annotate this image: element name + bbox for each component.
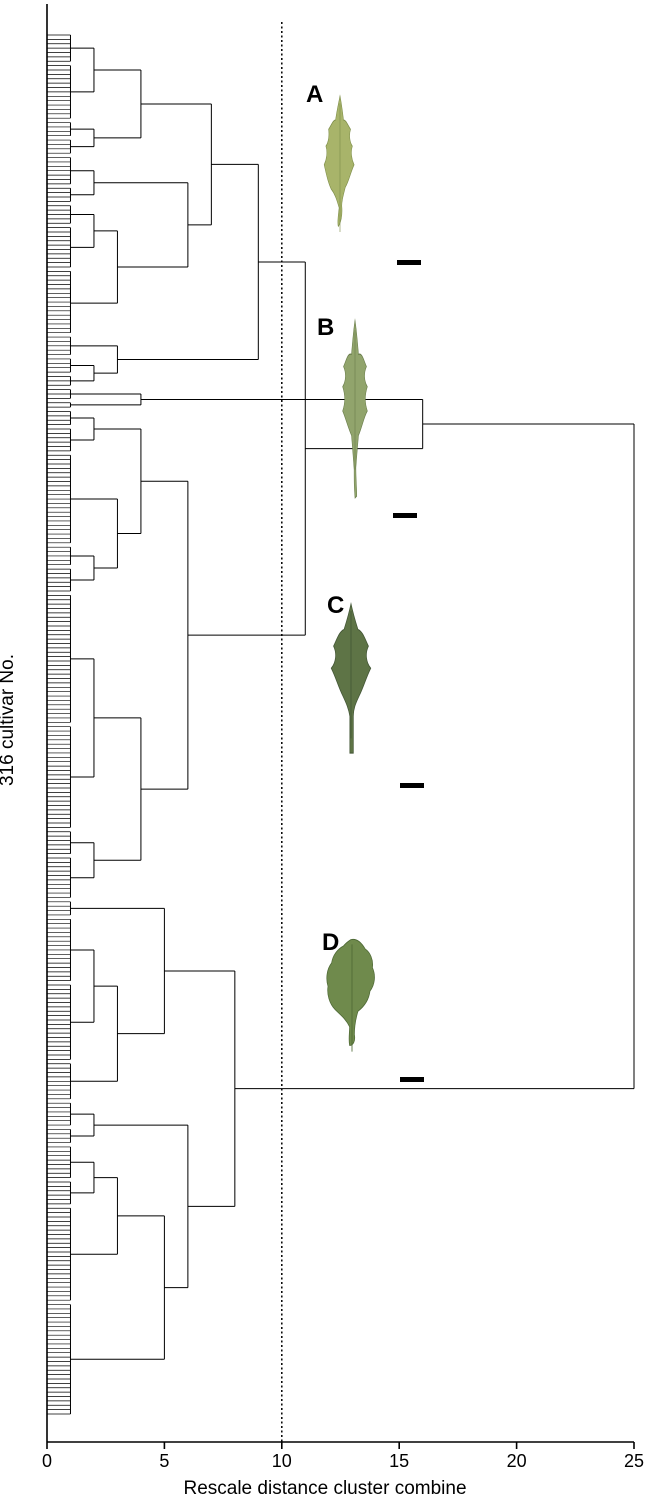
dendrogram-links xyxy=(69,35,635,1414)
scale-bar xyxy=(393,513,417,518)
panel-label: D xyxy=(322,929,339,956)
panel-label: C xyxy=(327,592,344,619)
x-tick-label: 25 xyxy=(624,1451,644,1471)
leaf-illustration xyxy=(326,938,375,1052)
x-tick-label: 10 xyxy=(272,1451,292,1471)
leaf-image xyxy=(326,938,375,1046)
leaf-panels: A B C D xyxy=(306,81,424,1082)
y-axis-title: 316 cultivar No. xyxy=(0,653,18,787)
x-tick-label: 20 xyxy=(507,1451,527,1471)
leaf-lines xyxy=(47,34,71,1415)
x-tick-label: 15 xyxy=(389,1451,409,1471)
scale-bar xyxy=(400,1077,424,1082)
scale-bar xyxy=(397,260,421,265)
leaf-illustration xyxy=(330,601,372,754)
scale-bar xyxy=(400,783,424,788)
panel-label: A xyxy=(306,81,323,108)
panel-label: B xyxy=(317,314,334,341)
x-tick-label: 0 xyxy=(42,1451,52,1471)
leaf-illustration xyxy=(323,94,355,233)
leaf-illustration xyxy=(342,318,368,499)
x-tick-label: 5 xyxy=(159,1451,169,1471)
leaf-image xyxy=(323,94,355,228)
axes: 0 5 10 15 20 25 xyxy=(42,4,644,1471)
x-axis-title: Rescale distance cluster combine xyxy=(183,1478,467,1499)
